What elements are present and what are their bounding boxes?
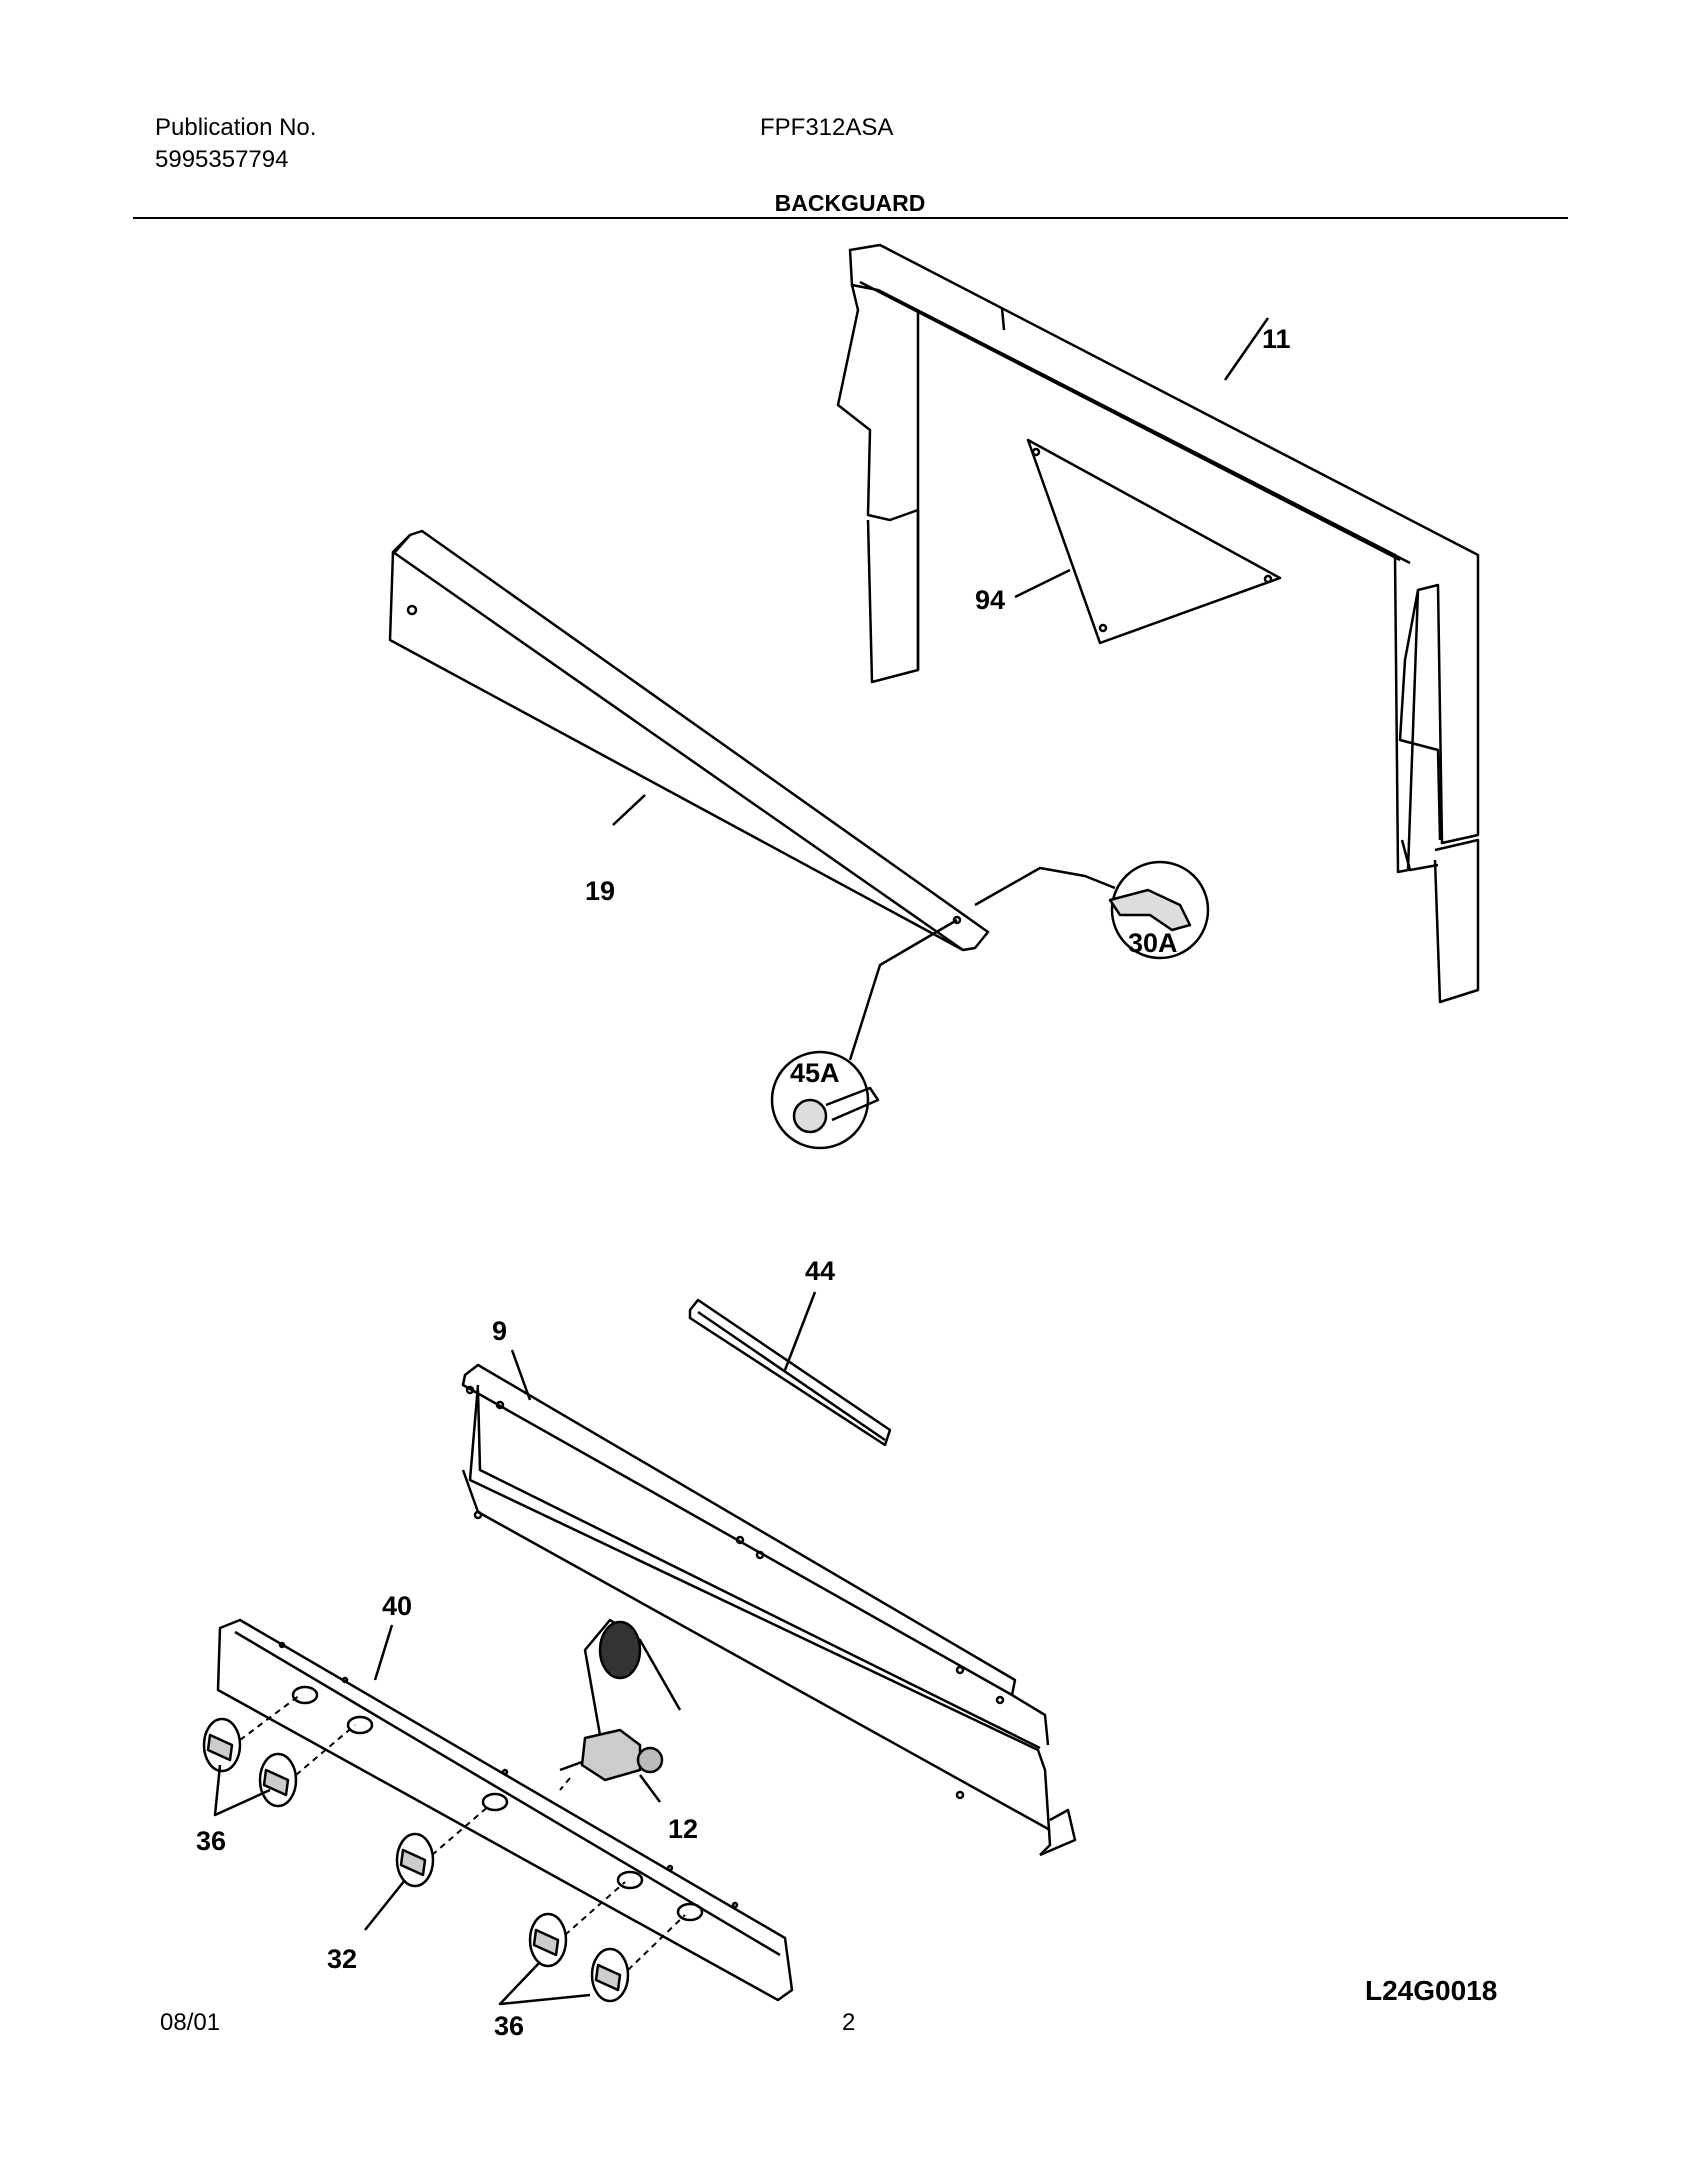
trim-strip	[688, 1298, 892, 1447]
publication-label: Publication No.	[155, 114, 317, 141]
knob	[395, 1832, 435, 1888]
backguard-panel	[388, 529, 990, 952]
control-panel	[216, 1618, 794, 2002]
callout-30a: 30A	[1128, 928, 1178, 958]
oven-thermostat	[559, 1618, 682, 1782]
deflector-plate	[1026, 438, 1282, 645]
callout-19: 19	[585, 876, 615, 906]
callout-44: 44	[805, 1256, 835, 1286]
publication-number: 5995357794	[155, 146, 289, 173]
callout-36-lower: 36	[494, 2011, 524, 2041]
backguard-shell	[836, 243, 1480, 1004]
knob	[590, 1947, 630, 2003]
callout-12: 12	[668, 1814, 698, 1844]
diagram-id: L24G0018	[1365, 1975, 1498, 2006]
control-panel-bracket	[461, 1363, 1077, 1857]
knob	[258, 1752, 298, 1808]
footer-date: 08/01	[160, 2009, 221, 2036]
callout-11: 11	[1262, 324, 1291, 354]
knob	[202, 1717, 242, 1773]
model-number: FPF312ASA	[760, 114, 894, 141]
callout-40: 40	[382, 1591, 412, 1621]
header-rule	[133, 217, 1568, 219]
callout-circle-45a	[770, 1050, 870, 1150]
callout-9: 9	[492, 1316, 507, 1346]
callout-94: 94	[975, 585, 1005, 615]
page-number: 2	[842, 2009, 856, 2036]
callout-32: 32	[327, 1944, 357, 1974]
callout-circle-30a	[1110, 860, 1210, 960]
section-title: BACKGUARD	[774, 190, 926, 216]
callout-36-upper: 36	[196, 1826, 226, 1856]
knob	[528, 1912, 568, 1968]
callout-45a: 45A	[790, 1058, 840, 1088]
